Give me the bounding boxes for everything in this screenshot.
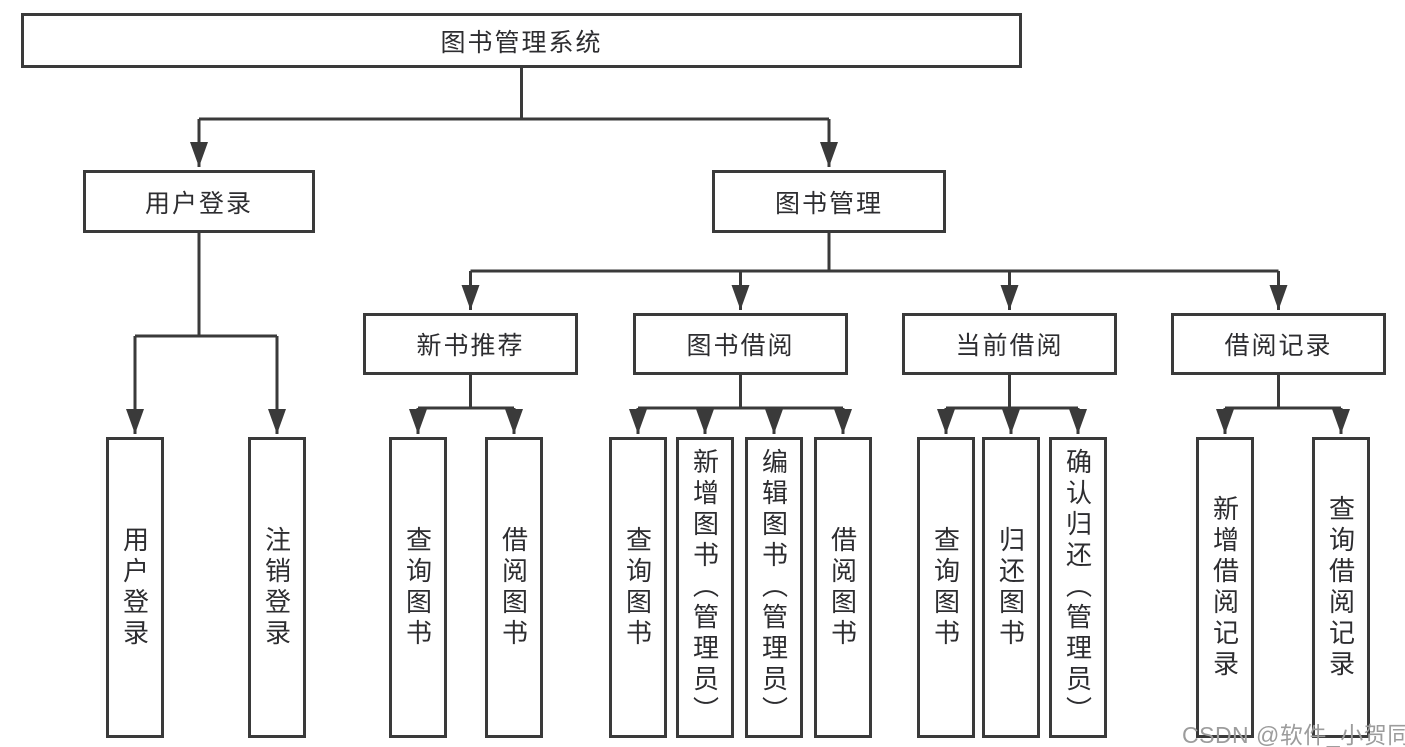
node-leaf-current-return-books: 归还图书 bbox=[982, 437, 1040, 738]
node-leaf-current-query-books: 查询图书 bbox=[917, 437, 975, 738]
node-leaf-user-login: 用户登录 bbox=[106, 437, 164, 738]
node-borrowing-records: 借阅记录 bbox=[1171, 313, 1386, 375]
node-leaf-borrowing-query-books: 查询图书 bbox=[609, 437, 667, 738]
node-leaf-recommend-borrow-books: 借阅图书 bbox=[485, 437, 543, 738]
node-current-borrowing: 当前借阅 bbox=[902, 313, 1117, 375]
node-root-system: 图书管理系统 bbox=[21, 13, 1022, 68]
node-leaf-current-confirm-return: 确认归还（管理员） bbox=[1049, 437, 1107, 738]
node-new-book-recommend: 新书推荐 bbox=[363, 313, 578, 375]
node-leaf-borrowing-borrow-books: 借阅图书 bbox=[814, 437, 872, 738]
node-book-borrowing: 图书借阅 bbox=[633, 313, 848, 375]
node-leaf-borrowing-edit-books: 编辑图书（管理员） bbox=[745, 437, 803, 738]
node-leaf-borrowing-add-books: 新增图书（管理员） bbox=[676, 437, 734, 738]
node-leaf-recommend-query-books: 查询图书 bbox=[389, 437, 447, 738]
node-leaf-records-query: 查询借阅记录 bbox=[1312, 437, 1370, 738]
node-user-login: 用户登录 bbox=[83, 170, 315, 233]
node-leaf-logout: 注销登录 bbox=[248, 437, 306, 738]
node-book-management: 图书管理 bbox=[712, 170, 946, 233]
csdn-watermark: CSDN @软件_小贺同学 bbox=[1182, 722, 1405, 747]
node-leaf-records-add: 新增借阅记录 bbox=[1196, 437, 1254, 738]
